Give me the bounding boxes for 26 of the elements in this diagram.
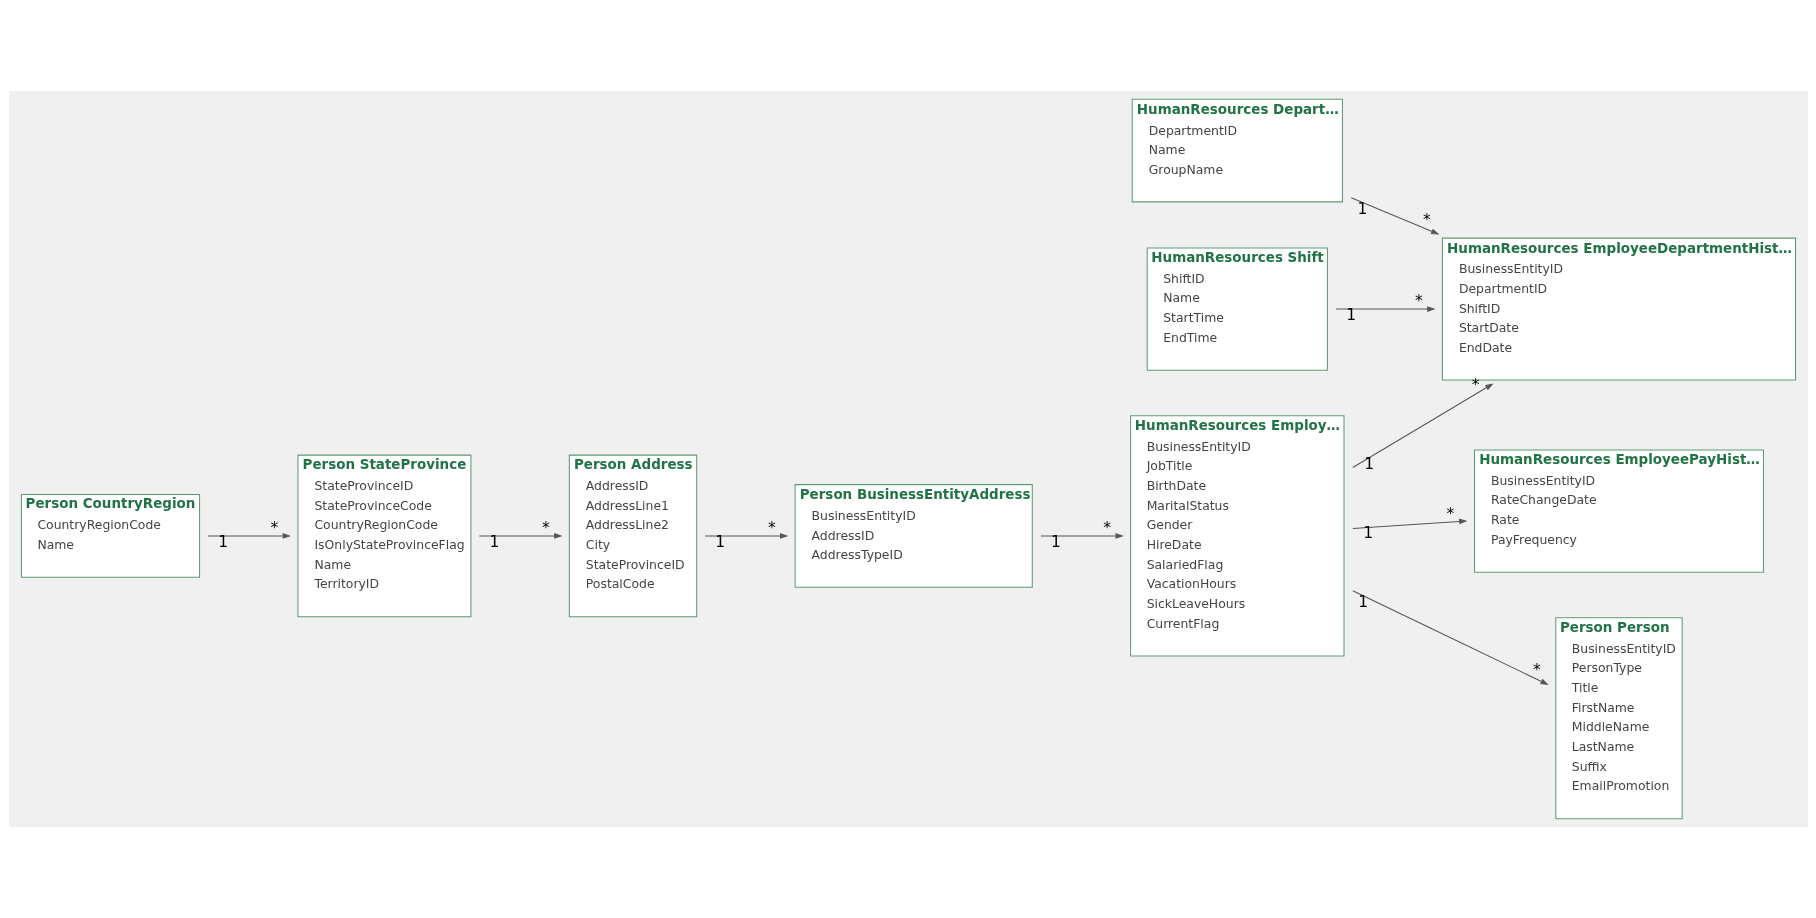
label: * bbox=[1102, 518, 1111, 537]
label: 1 bbox=[217, 532, 228, 551]
arrow bbox=[1351, 518, 1467, 529]
arrow bbox=[1350, 197, 1439, 235]
label: 1 bbox=[714, 532, 725, 551]
label: * bbox=[269, 518, 278, 537]
arrow bbox=[207, 533, 291, 539]
label: * bbox=[1532, 661, 1541, 680]
arrow bbox=[1039, 533, 1124, 539]
arrow bbox=[478, 533, 563, 539]
label: 1 bbox=[1356, 199, 1367, 218]
label: 1 bbox=[488, 532, 499, 551]
label: 1 bbox=[1362, 524, 1373, 543]
label: 1 bbox=[1050, 532, 1061, 551]
label: * bbox=[541, 518, 550, 537]
label: 1 bbox=[1345, 305, 1356, 324]
label: * bbox=[1422, 211, 1431, 230]
label: * bbox=[1414, 291, 1423, 310]
arrow bbox=[1351, 383, 1494, 469]
arrow bbox=[1351, 590, 1549, 685]
label: * bbox=[1446, 504, 1454, 523]
label: * bbox=[767, 518, 776, 537]
arrow bbox=[1335, 306, 1435, 312]
label: 1 bbox=[1357, 593, 1368, 612]
label: 1 bbox=[1363, 455, 1374, 474]
arrow bbox=[704, 533, 788, 539]
